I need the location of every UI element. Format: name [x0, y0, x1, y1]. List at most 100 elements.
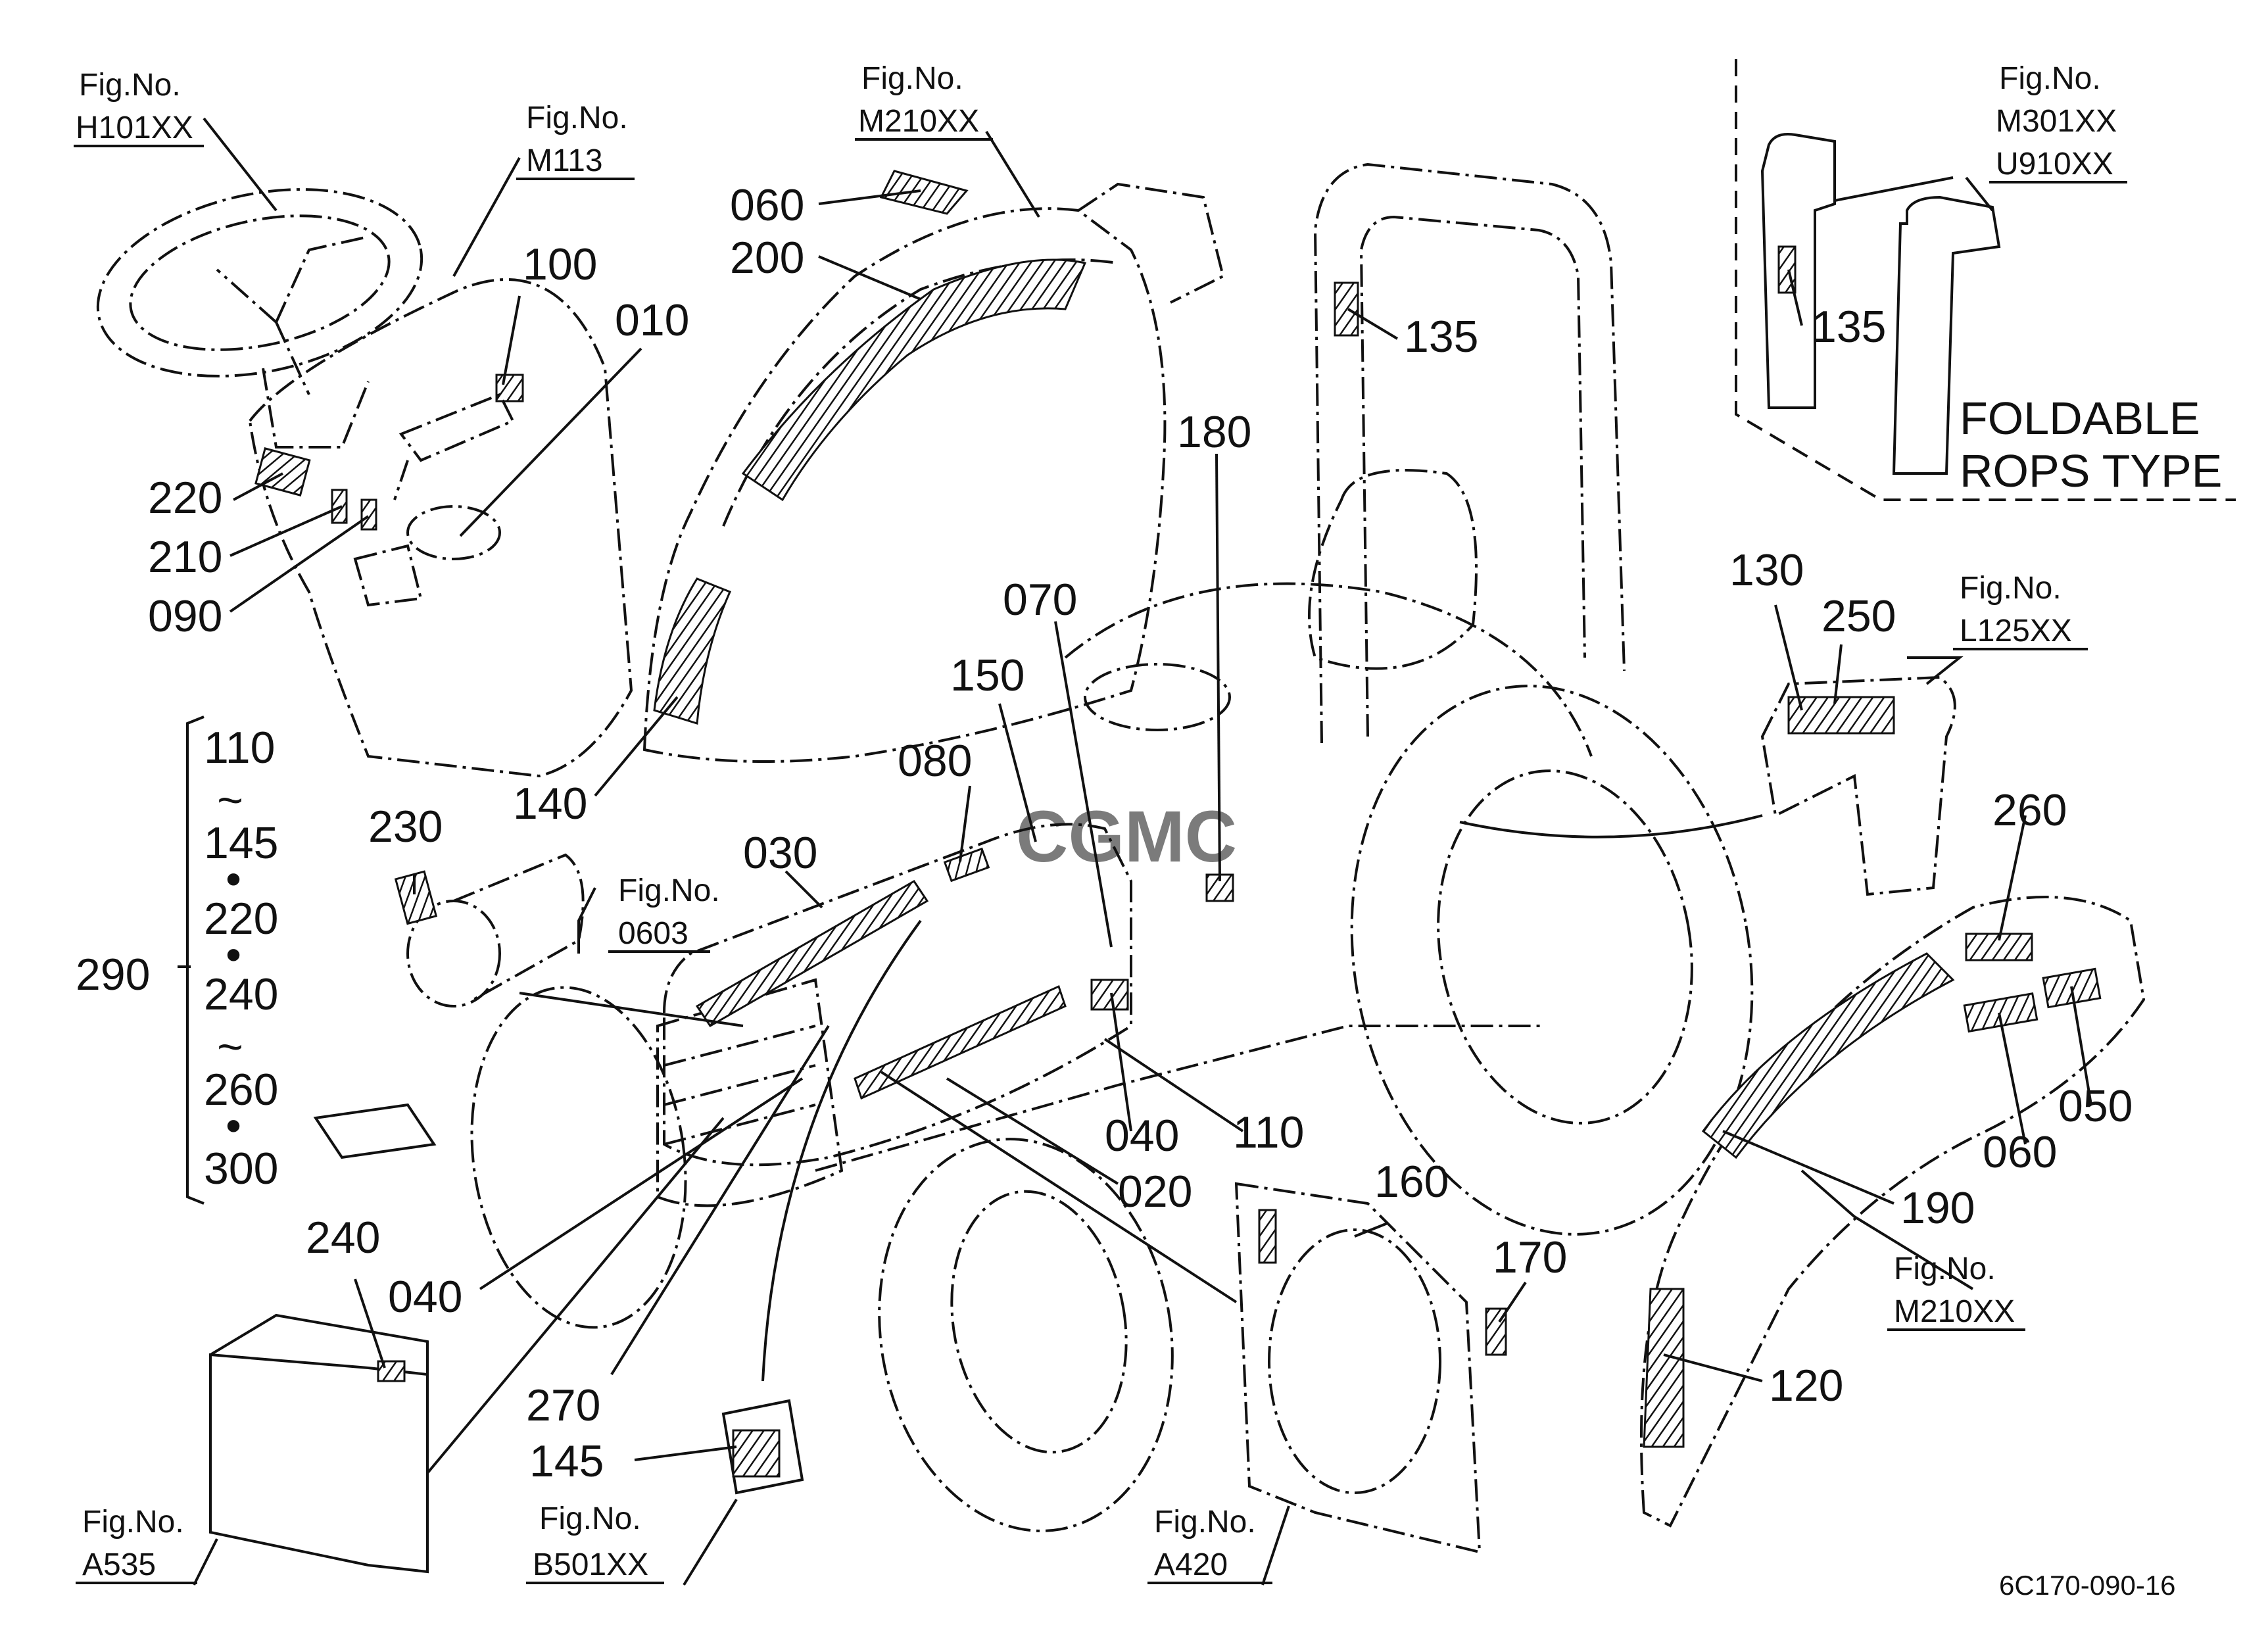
leader-040-left — [479, 1077, 804, 1290]
callout-240: 240 — [306, 1213, 380, 1263]
callout-070: 070 — [1003, 575, 1077, 625]
fig-code: A535 — [82, 1547, 156, 1582]
arrow-to-light — [519, 992, 744, 1027]
callout-050: 050 — [2058, 1081, 2133, 1131]
callout-140: 140 — [513, 779, 587, 829]
decal-190 — [1701, 952, 1955, 1159]
decal-060-top — [879, 170, 969, 215]
leader-170 — [1498, 1281, 1527, 1323]
leader-fig-0603 — [577, 887, 596, 954]
callout-135-main: 135 — [1404, 312, 1478, 362]
callout-080: 080 — [898, 736, 972, 786]
light-housing — [453, 853, 585, 1001]
fig-label: Fig.No. — [1999, 61, 2101, 96]
fig-code: B501XX — [533, 1547, 648, 1582]
bracket-290 — [186, 716, 205, 1205]
leader-160 — [1354, 1222, 1388, 1238]
callout-170: 170 — [1493, 1232, 1567, 1282]
leader-100 — [502, 295, 521, 385]
leader-010 — [459, 347, 642, 537]
fig-label: Fig.No. — [526, 101, 628, 135]
fig-ref-m210xx-top: Fig.No. M210XX — [855, 61, 993, 141]
decal-200 — [741, 258, 1087, 502]
leader-240 — [354, 1278, 386, 1369]
fig-ref-a535: Fig.No. A535 — [76, 1505, 197, 1584]
leader-fig-b501xx — [683, 1498, 738, 1586]
step-body — [1760, 675, 1956, 896]
steering-spokes — [216, 235, 369, 395]
bracket-item-dot-1: • — [226, 854, 241, 904]
fig-label: Fig.No. — [1154, 1505, 1256, 1540]
bracket-item-tilde-2: ~ — [217, 1022, 243, 1072]
callout-010: 010 — [615, 295, 689, 345]
hood-rear — [1077, 182, 1225, 304]
callout-250: 250 — [1822, 591, 1896, 641]
callout-210: 210 — [148, 532, 222, 582]
fig-label: Fig.No. — [1894, 1251, 1996, 1286]
fig-ref-h101xx: Fig.No. H101XX — [74, 68, 204, 147]
shuttle-lever — [393, 393, 515, 500]
leader-020 — [946, 1077, 1119, 1185]
leader-220 — [233, 472, 283, 501]
fig-label: Fig.No. — [82, 1505, 184, 1540]
leader-140 — [594, 696, 679, 797]
leader-110 — [1103, 1038, 1244, 1132]
work-light-part — [313, 853, 585, 1159]
hood-illustration — [642, 170, 1225, 763]
decal-060-fender — [1963, 992, 2039, 1033]
leader-050 — [2070, 986, 2092, 1105]
bracket-group-number: 290 — [76, 950, 150, 1000]
foldable-line-1: FOLDABLE — [1960, 393, 2200, 444]
steering-column — [262, 368, 370, 449]
bracket-list-290: 290 110 ~ 145 • 220 • 240 ~ 260 • 300 — [76, 723, 278, 1194]
battery-top — [209, 1313, 429, 1374]
leader-150 — [998, 703, 1037, 842]
fig-code: M301XX — [1996, 104, 2117, 139]
rops-decal-135 — [1777, 245, 1797, 294]
fig-code: 0603 — [618, 916, 688, 951]
decal-090 — [360, 498, 377, 531]
leader-fig-m113 — [452, 157, 521, 277]
leader-200 — [818, 255, 921, 301]
leader-040-main — [1110, 992, 1132, 1132]
fig-code: L125XX — [1960, 614, 2072, 648]
sheet-300 — [313, 1103, 437, 1159]
decal-040 — [1090, 979, 1129, 1011]
fig-code: A420 — [1154, 1547, 1228, 1582]
tractor-illustration — [470, 162, 1754, 1532]
leader-fig-m301xx — [1834, 176, 1994, 212]
callout-180: 180 — [1177, 407, 1251, 457]
tractor-steering — [1084, 663, 1231, 731]
arrow-to-radiator — [880, 1071, 1238, 1303]
callout-040-main: 040 — [1105, 1111, 1179, 1161]
callout-260: 260 — [1992, 785, 2067, 835]
leader-fig-l125xx — [1907, 656, 1964, 685]
fig-ref-m113: Fig.No. M113 — [516, 101, 635, 180]
leader-190 — [1722, 1130, 1894, 1205]
decal-030 — [695, 879, 929, 1028]
bracket-item-260: 260 — [204, 1065, 278, 1115]
cover-body — [721, 1399, 804, 1495]
battery-box — [209, 1353, 429, 1574]
callout-030: 030 — [743, 828, 817, 878]
key-switch — [406, 505, 501, 560]
rops-post-left — [1760, 133, 1836, 409]
pto-switch — [353, 544, 423, 607]
fender-body — [1640, 896, 2146, 1528]
leader-fig-a535 — [193, 1538, 218, 1586]
leader-270 — [610, 1025, 830, 1376]
leader-135-rops — [1787, 269, 1803, 326]
callout-040-left: 040 — [388, 1272, 462, 1322]
rops-frame-inner — [1359, 215, 1586, 737]
leader-080 — [959, 785, 971, 862]
leader-fig-m210xx-fender — [1800, 1169, 1974, 1290]
leader-fig-a420 — [1261, 1505, 1290, 1586]
fig-code: H101XX — [76, 110, 193, 145]
fig-label: Fig.No. — [618, 873, 720, 908]
step-part — [1760, 675, 1956, 896]
hood-body — [642, 207, 1167, 763]
front-wheel-left — [470, 986, 687, 1329]
rops-frame-outer — [1313, 162, 1626, 744]
fig-ref-l125xx: Fig.No. L125XX — [1953, 571, 2088, 650]
